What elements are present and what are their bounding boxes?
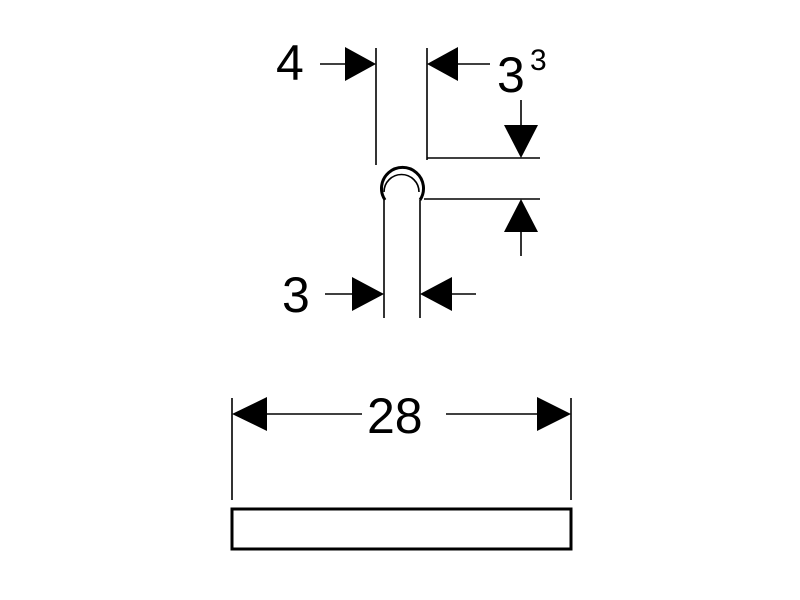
dimension-4: 4	[276, 35, 376, 91]
arrow-right-icon	[345, 47, 376, 81]
dimension-label-3: 3	[282, 267, 310, 323]
dimension-3: 3	[282, 267, 476, 323]
dimension-label-3-sup: 3	[530, 44, 547, 77]
dimension-label-28: 28	[367, 388, 423, 444]
arrow-up-icon	[504, 199, 538, 232]
dimension-label-4: 4	[276, 35, 304, 91]
arrow-down-icon	[504, 125, 538, 158]
dimension-28: 28	[231, 388, 572, 500]
arrow-left-icon	[232, 397, 267, 431]
dimension-label-3-base: 3	[497, 47, 525, 103]
rod-hook-inner	[383, 173, 420, 193]
arrow-left-icon	[427, 47, 458, 81]
arrow-right-icon	[537, 397, 571, 431]
dimension-3-3: 3 3	[427, 44, 547, 256]
flat-bar-profile	[230, 507, 573, 551]
arrow-left-icon	[420, 277, 452, 311]
rod-hook-outer	[380, 165, 425, 201]
arrow-right-icon	[352, 277, 384, 311]
rod-profile	[375, 48, 540, 318]
